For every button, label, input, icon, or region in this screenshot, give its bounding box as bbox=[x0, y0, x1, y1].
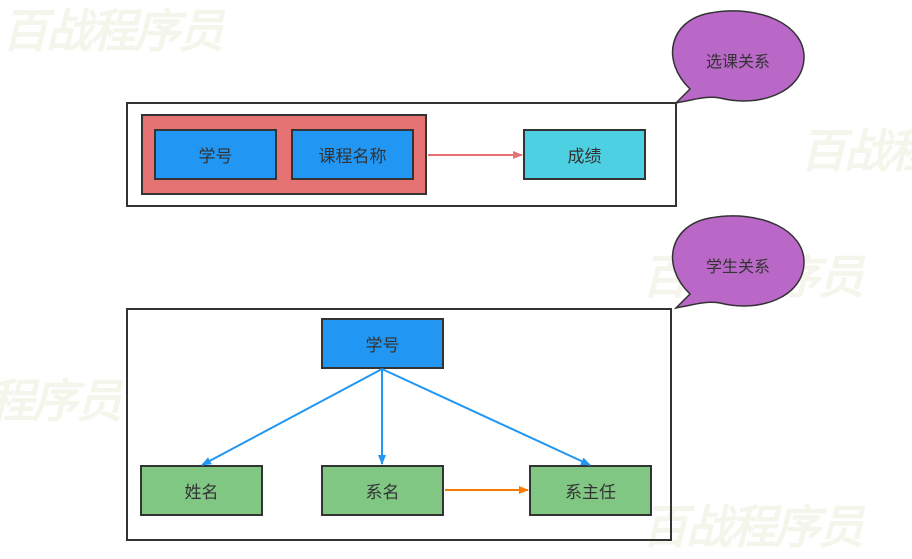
watermark: 百战程序员 bbox=[2, 4, 224, 58]
course-selection-frame bbox=[126, 102, 677, 207]
student-id-root-node: 学号 bbox=[321, 318, 444, 369]
watermark: 百战程序员 bbox=[800, 124, 912, 178]
department-head-node: 系主任 bbox=[529, 465, 652, 516]
course-name-node: 课程名称 bbox=[291, 129, 414, 180]
callout-label-course-selection: 选课关系 bbox=[705, 52, 770, 71]
watermark: 百战程序员 bbox=[0, 374, 122, 428]
student-relation-frame bbox=[126, 308, 672, 541]
watermark: 百战程序员 bbox=[642, 500, 864, 554]
student-id-node: 学号 bbox=[154, 129, 277, 180]
name-node: 姓名 bbox=[140, 465, 263, 516]
callout-label-student-relation: 学生关系 bbox=[705, 257, 770, 276]
grade-node: 成绩 bbox=[523, 129, 646, 180]
department-node: 系名 bbox=[321, 465, 444, 516]
